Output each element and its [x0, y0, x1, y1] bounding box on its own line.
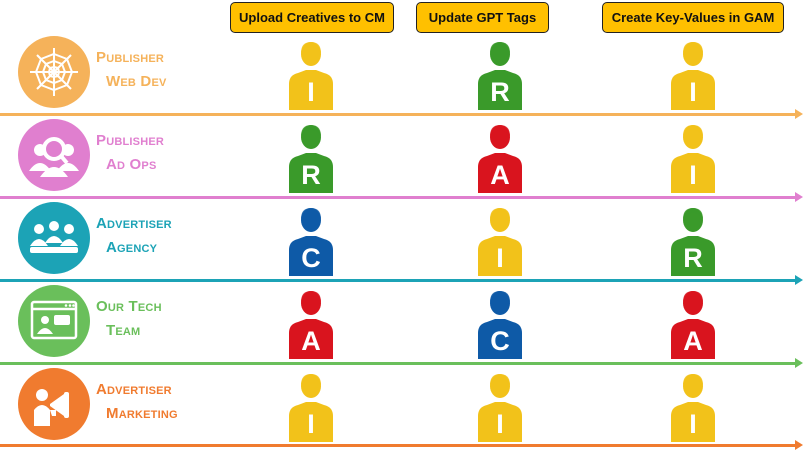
raci-letter: I — [496, 243, 504, 273]
raci-letter: I — [689, 77, 697, 107]
row-divider-arrow — [0, 192, 803, 202]
row-divider-arrow — [0, 440, 803, 450]
role-label-line1: Publisher — [96, 132, 165, 149]
raci-person-i: I — [475, 206, 525, 276]
role-label-line1: Publisher — [96, 49, 165, 66]
raci-person-a: A — [286, 289, 336, 359]
raci-letter: I — [307, 77, 315, 107]
raci-letter: R — [301, 160, 321, 190]
raci-letter: R — [490, 77, 510, 107]
raci-person-r: R — [286, 123, 336, 193]
row-divider-arrow — [0, 358, 803, 368]
megaphone-icon — [18, 368, 90, 440]
role-label-line2: Web Dev — [106, 73, 167, 90]
row-divider-arrow — [0, 109, 803, 119]
raci-letter: I — [689, 409, 697, 439]
raci-letter: I — [689, 160, 697, 190]
raci-letter: A — [683, 326, 703, 356]
role-label-line2: Agency — [106, 239, 158, 256]
raci-letter: A — [301, 326, 321, 356]
role-label-line2: Team — [106, 322, 141, 339]
raci-person-r: R — [475, 40, 525, 110]
magnifier-team-icon — [18, 119, 90, 191]
video-screen-icon — [18, 285, 90, 357]
raci-letter: A — [490, 160, 510, 190]
role-label-line2: Ad Ops — [106, 156, 157, 173]
raci-letter: I — [496, 409, 504, 439]
row-divider-arrow — [0, 275, 803, 285]
raci-person-c: C — [286, 206, 336, 276]
spider-web-icon — [18, 36, 90, 108]
raci-letter: C — [301, 243, 321, 273]
raci-letter: R — [683, 243, 703, 273]
raci-person-a: A — [668, 289, 718, 359]
raci-letter: C — [490, 326, 510, 356]
raci-person-i: I — [668, 40, 718, 110]
task-header-create-key-values: Create Key-Values in GAM — [602, 2, 784, 33]
task-header-update-gpt-tags: Update GPT Tags — [416, 2, 549, 33]
raci-person-i: I — [286, 40, 336, 110]
role-label-line1: Our Tech — [96, 298, 162, 315]
raci-person-i: I — [475, 372, 525, 442]
raci-letter: I — [307, 409, 315, 439]
raci-person-i: I — [668, 123, 718, 193]
raci-person-r: R — [668, 206, 718, 276]
meeting-group-icon — [18, 202, 90, 274]
raci-person-c: C — [475, 289, 525, 359]
raci-person-i: I — [286, 372, 336, 442]
role-label-line2: Marketing — [106, 405, 178, 422]
role-label-line1: Advertiser — [96, 381, 172, 398]
raci-person-a: A — [475, 123, 525, 193]
role-label-line1: Advertiser — [96, 215, 172, 232]
task-header-upload-creatives: Upload Creatives to CM — [230, 2, 394, 33]
role-label: Publisher Ad Ops — [96, 129, 164, 177]
raci-person-i: I — [668, 372, 718, 442]
